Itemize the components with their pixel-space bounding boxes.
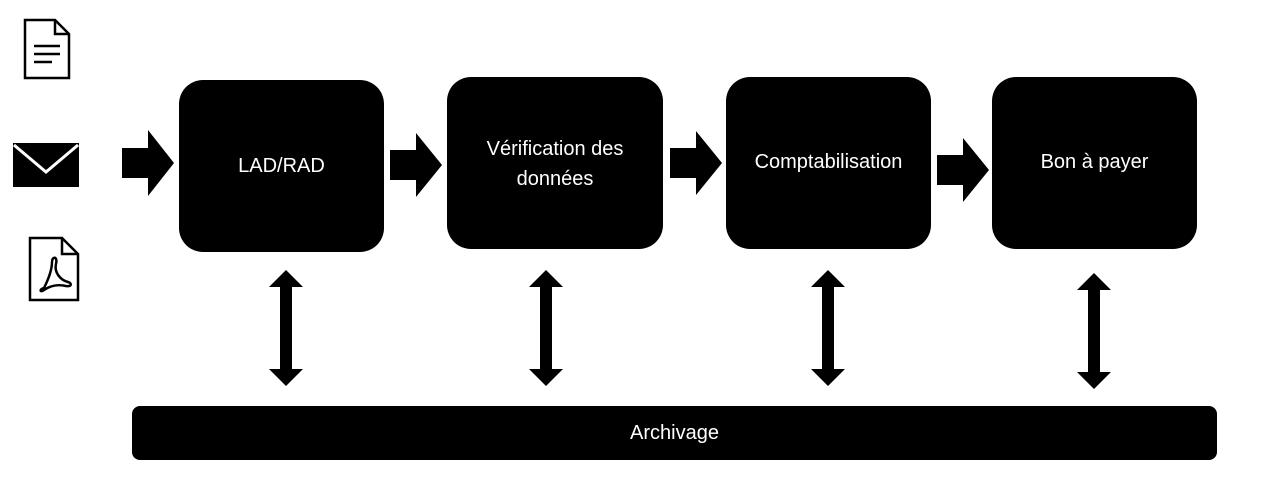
step-label: LAD/RAD (238, 155, 325, 177)
pdf-icon (28, 236, 80, 302)
step-label: Comptabilisation (754, 151, 903, 173)
step-bon-a-payer: Bon à payer (992, 77, 1197, 249)
step-label: Bon à payer (1040, 151, 1149, 173)
archive-bar: Archivage (132, 406, 1217, 460)
double-arrow-1 (269, 270, 303, 386)
document-icon (22, 18, 72, 80)
envelope-icon (12, 142, 80, 188)
flow-arrow-2 (670, 131, 722, 195)
double-arrow-2 (529, 270, 563, 386)
step-lad-rad: LAD/RAD (179, 80, 384, 252)
flow-arrow-input (122, 130, 174, 196)
double-arrow-3 (811, 270, 845, 386)
flow-arrow-3 (937, 138, 989, 202)
archive-label: Archivage (630, 421, 719, 444)
flow-arrow-1 (390, 133, 442, 197)
double-arrow-4 (1077, 273, 1111, 389)
step-comptabilisation: Comptabilisation (726, 77, 931, 249)
step-verification: Vérification des données (447, 77, 663, 249)
step-label: Vérification des données (486, 138, 624, 190)
